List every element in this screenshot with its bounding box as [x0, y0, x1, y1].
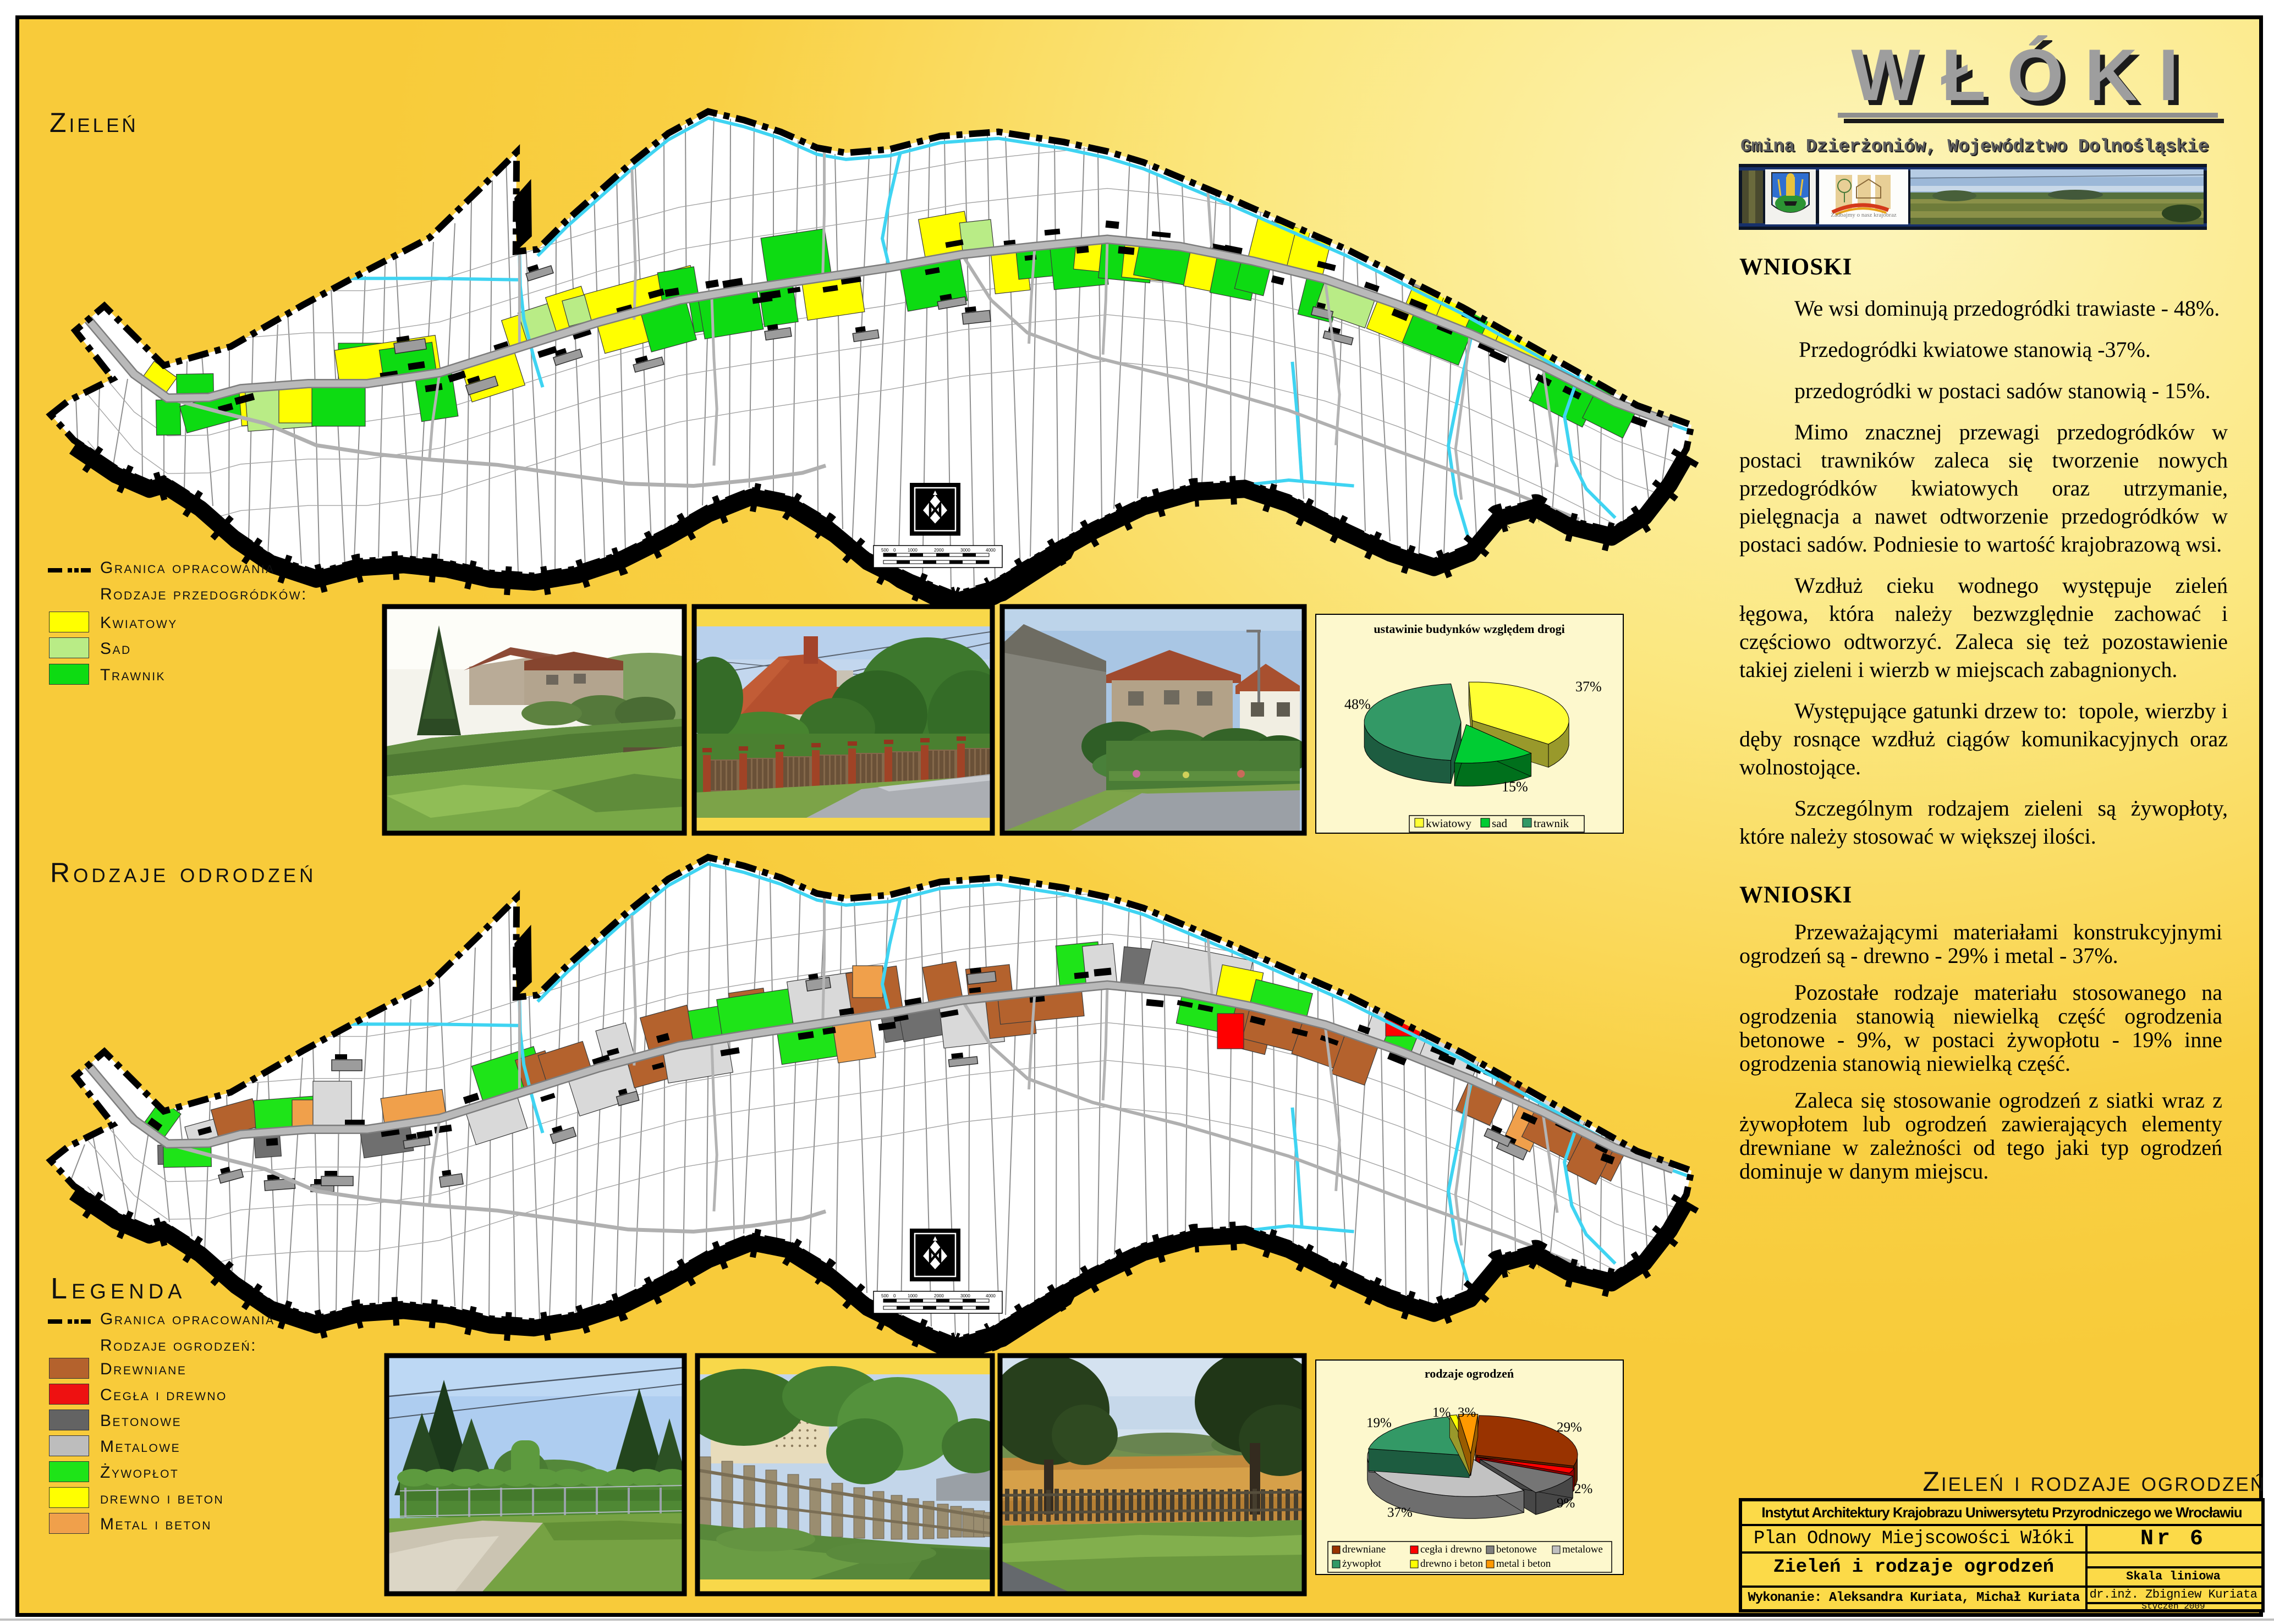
svg-text:rodzaje ogrodzeń: rodzaje ogrodzeń: [1425, 1367, 1514, 1380]
svg-text:29%: 29%: [1557, 1420, 1582, 1435]
svg-text:4000: 4000: [986, 548, 996, 553]
svg-text:sad: sad: [1492, 817, 1507, 830]
svg-text:3%: 3%: [1458, 1405, 1476, 1420]
svg-text:500: 500: [881, 1293, 889, 1298]
svg-text:0: 0: [893, 548, 896, 553]
svg-text:kwiatowy: kwiatowy: [1426, 817, 1471, 830]
svg-text:betonowe: betonowe: [1496, 1544, 1537, 1555]
svg-text:37%: 37%: [1387, 1505, 1413, 1520]
svg-text:3000: 3000: [960, 1293, 970, 1298]
svg-text:0: 0: [893, 1293, 896, 1298]
svg-text:trawnik: trawnik: [1534, 817, 1569, 830]
svg-text:9%: 9%: [1557, 1496, 1575, 1511]
svg-text:drewniane: drewniane: [1342, 1544, 1386, 1555]
svg-text:15%: 15%: [1502, 779, 1528, 795]
svg-text:1000: 1000: [908, 1293, 918, 1298]
svg-text:1000: 1000: [908, 548, 918, 553]
svg-text:Zadbajmy o nasz krajobraz: Zadbajmy o nasz krajobraz: [1831, 212, 1897, 218]
svg-text:1%: 1%: [1432, 1405, 1451, 1420]
svg-text:2000: 2000: [934, 548, 944, 553]
svg-text:ustawinie budynków względem dr: ustawinie budynków względem drogi: [1374, 622, 1564, 636]
svg-text:48%: 48%: [1344, 696, 1371, 712]
svg-text:drewno i beton: drewno i beton: [1420, 1558, 1483, 1570]
svg-text:cegła i drewno: cegła i drewno: [1420, 1544, 1482, 1555]
svg-text:19%: 19%: [1366, 1416, 1392, 1430]
svg-text:metal i beton: metal i beton: [1496, 1558, 1551, 1570]
svg-text:metalowe: metalowe: [1562, 1544, 1603, 1555]
svg-text:3000: 3000: [960, 548, 970, 553]
svg-text:37%: 37%: [1575, 679, 1602, 695]
svg-text:4000: 4000: [986, 1293, 996, 1298]
svg-text:2%: 2%: [1574, 1482, 1592, 1496]
svg-text:żywopłot: żywopłot: [1342, 1558, 1381, 1570]
svg-text:2000: 2000: [934, 1293, 944, 1298]
svg-text:500: 500: [881, 548, 889, 553]
